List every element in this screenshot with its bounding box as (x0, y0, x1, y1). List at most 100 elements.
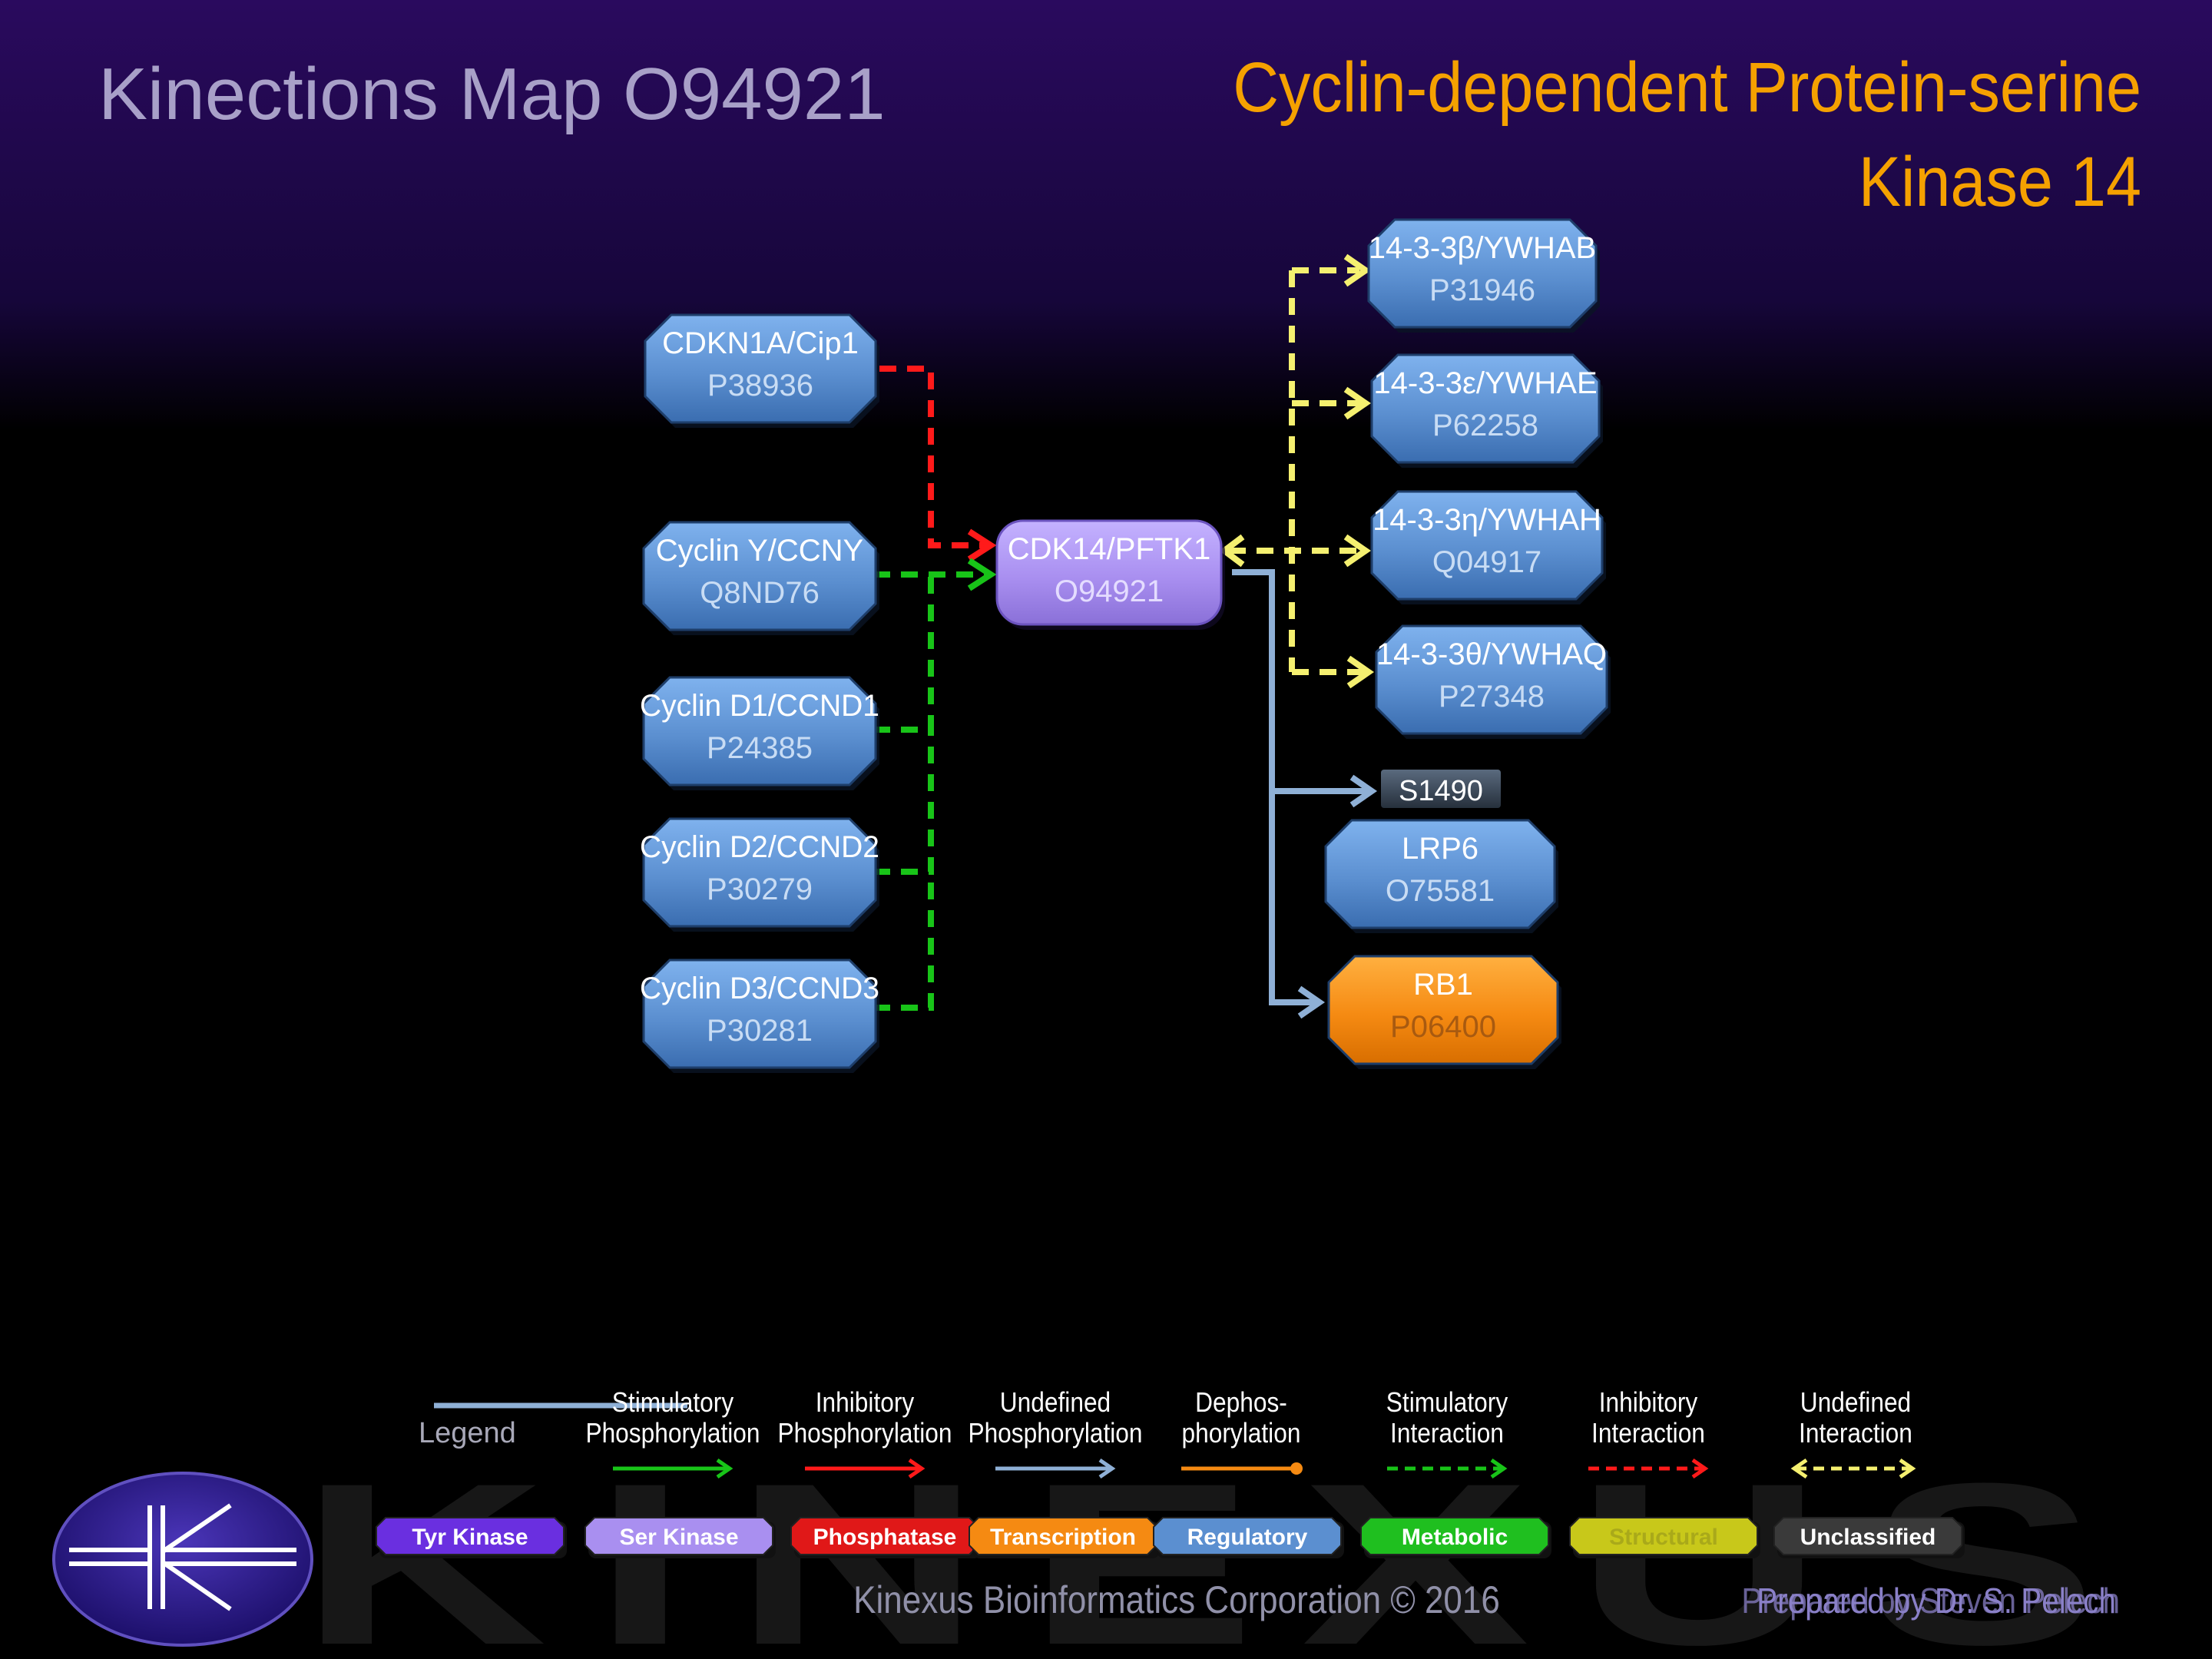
legend-category: Tyr Kinase (376, 1517, 567, 1558)
legend-category-swatch (1360, 1517, 1549, 1555)
node-name: Cyclin Y/CCNY (656, 534, 863, 568)
legend-category-swatch (790, 1517, 979, 1555)
legend: Legend StimulatoryPhosphorylationInhibit… (376, 1387, 1965, 1558)
legend-edge-line2: Phosphorylation (968, 1418, 1142, 1449)
legend-dot-head (1290, 1462, 1303, 1475)
node-uniprot-id: O94921 (1055, 575, 1164, 608)
node-ywhah[interactable]: 14-3-3η/YWHAH Q04917 (1370, 490, 1606, 604)
legend-edge-line1: Dephos- (1195, 1387, 1287, 1418)
legend-category-label: Unclassified (1800, 1525, 1936, 1550)
arrowhead-lrp6 (1349, 774, 1378, 808)
edge-ccnd1-cdk14 (873, 575, 934, 733)
node-name: CDK14/PFTK1 (1008, 532, 1211, 566)
node-uniprot-id: Q8ND76 (700, 576, 820, 610)
legend-arrowhead (1490, 1458, 1508, 1479)
site-label: S1490 (1399, 775, 1483, 807)
node-uniprot-id: P31946 (1429, 273, 1535, 307)
legend-category-label: Regulatory (1187, 1525, 1308, 1550)
node-name: 14-3-3β/YWHAB (1369, 231, 1596, 265)
protein-title-line1: Cyclin-dependent Protein-serine (1233, 48, 2141, 127)
node-shape (642, 676, 877, 786)
legend-category: Phosphatase (790, 1517, 982, 1558)
legend-edge-line1: Stimulatory (612, 1387, 733, 1418)
legend-edge-line2: phorylation (1182, 1418, 1301, 1449)
node-shape (1375, 624, 1608, 735)
legend-category-label: Ser Kinase (619, 1525, 738, 1550)
map-title: Kinections Map O94921 (98, 53, 886, 135)
legend-category: Regulatory (1153, 1517, 1344, 1558)
legend-category-label: Phosphatase (813, 1525, 957, 1550)
node-ywhaq[interactable]: 14-3-3θ/YWHAQ P27348 (1375, 624, 1611, 739)
arrowhead-inhibitory (967, 528, 997, 562)
legend-category: Structural (1569, 1517, 1760, 1558)
node-name: 14-3-3η/YWHAH (1373, 503, 1601, 537)
legend-edge-line1: Inhibitory (816, 1387, 915, 1418)
node-name: LRP6 (1402, 832, 1479, 866)
legend-category: Transcription (969, 1517, 1160, 1558)
arrowhead-ywhab (1343, 253, 1372, 287)
legend-category-swatch (1569, 1517, 1758, 1555)
legend-category-label: Tyr Kinase (412, 1525, 528, 1550)
node-name: 14-3-3ε/YWHAE (1373, 366, 1597, 400)
node-uniprot-id: P38936 (707, 369, 813, 402)
legend-edge-line1: Inhibitory (1599, 1387, 1698, 1418)
node-shape (642, 959, 877, 1069)
node-uniprot-id: P27348 (1439, 680, 1545, 714)
node-uniprot-id: P30279 (707, 873, 813, 906)
arrowhead-rb1 (1297, 985, 1326, 1019)
protein-title-line2: Kinase 14 (1859, 142, 2141, 221)
edges-layer (873, 253, 1378, 1019)
node-name: 14-3-3θ/YWHAQ (1376, 637, 1607, 671)
legend-arrowhead (1098, 1458, 1116, 1479)
node-ccny[interactable]: Cyclin Y/CCNY Q8ND76 (642, 521, 879, 635)
arrowhead-ywhae (1343, 386, 1372, 420)
node-uniprot-id: Q04917 (1432, 545, 1541, 579)
legend-category-swatch (584, 1517, 773, 1555)
arrowhead-ywhah (1343, 534, 1372, 568)
node-shape (995, 519, 1223, 626)
arrowhead-ywhaq (1346, 655, 1375, 689)
node-ywhab[interactable]: 14-3-3β/YWHAB P31946 (1367, 218, 1600, 333)
legend-edge-line2: Phosphorylation (777, 1418, 952, 1449)
legend-category-label: Structural (1609, 1525, 1718, 1550)
edge-cdk14-rb1 (1232, 569, 1315, 1005)
node-uniprot-id: P24385 (707, 731, 813, 765)
node-shape (642, 521, 877, 631)
legend-edge-line1: Undefined (1000, 1387, 1111, 1418)
legend-edge-line1: Undefined (1800, 1387, 1911, 1418)
node-shape (1327, 955, 1559, 1065)
node-shape (1370, 490, 1604, 601)
node-name: CDKN1A/Cip1 (662, 326, 859, 360)
legend-arrowhead (908, 1458, 926, 1479)
legend-edge-line2: Interaction (1390, 1418, 1504, 1449)
node-shape (1367, 218, 1598, 329)
prepared-by-overlap: Prepared by Steven Pelech (1741, 1582, 2120, 1621)
legend-category-swatch (376, 1517, 565, 1555)
node-shape (642, 817, 877, 928)
site-badge-bg (1381, 770, 1501, 808)
legend-edge-type: Dephos-phorylation (1181, 1387, 1303, 1475)
copyright: Kinexus Bioinformatics Corporation © 201… (853, 1578, 1500, 1621)
edge-cdkn1a-cdk14 (879, 366, 989, 548)
legend-edge-line2: Interaction (1799, 1418, 1912, 1449)
node-shape (644, 313, 877, 424)
node-name: Cyclin D1/CCND1 (640, 689, 879, 723)
legend-edge-line1: Stimulatory (1386, 1387, 1508, 1418)
logo-k-icon (69, 1503, 296, 1611)
prepared-by: Prepared by Dr. S. Pelech (1757, 1582, 2116, 1621)
legend-category-swatch (1773, 1517, 1962, 1555)
legend-categories: Tyr Kinase Ser Kinase Phosphatase Transcrip… (376, 1517, 1965, 1558)
